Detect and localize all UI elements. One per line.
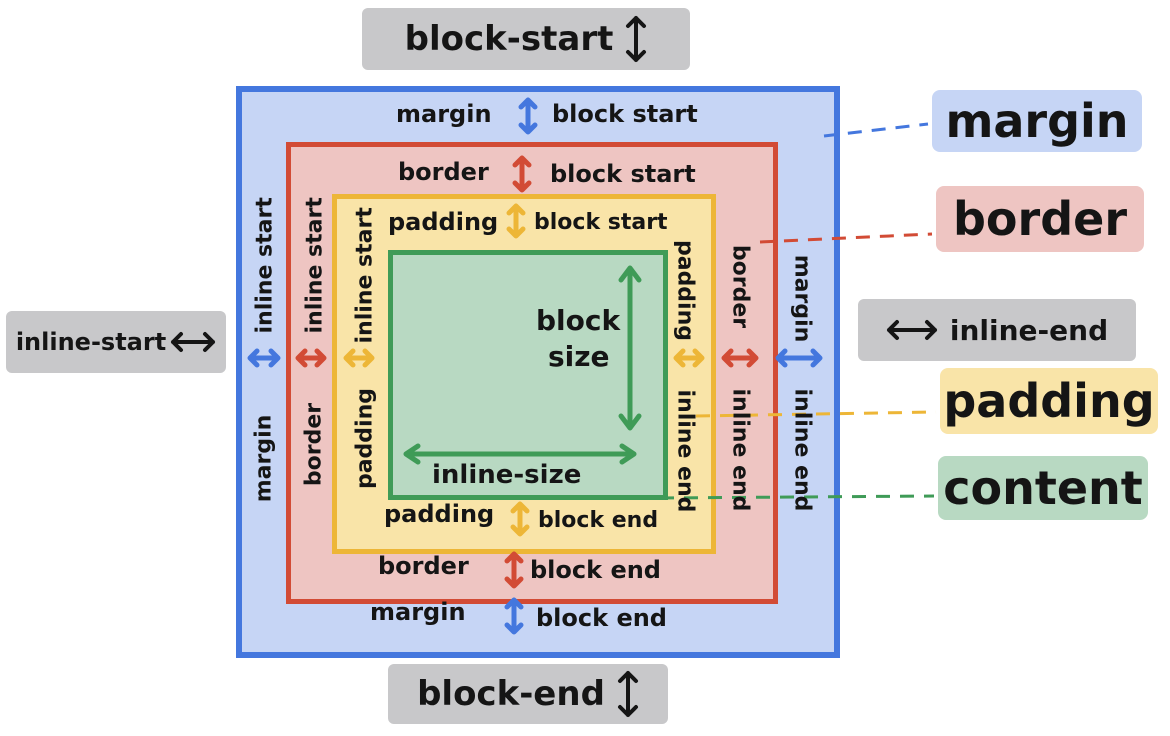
red-horizontal-arrow-icon <box>721 348 759 368</box>
yellow-vertical-arrow-icon <box>506 203 526 239</box>
margin-left-word: margin <box>251 414 277 503</box>
blue-horizontal-arrow-icon <box>247 348 281 368</box>
inline-end-label: inline-end <box>949 313 1109 347</box>
block-size-label-2: size <box>548 340 610 373</box>
inline-start-label: inline-start <box>15 328 167 356</box>
margin-bottom-side: block end <box>536 604 667 632</box>
yellow-vertical-arrow-icon <box>510 501 530 537</box>
margin-left-side: inline start <box>252 197 278 334</box>
border-top-word: border <box>398 158 489 186</box>
legend-padding: padding <box>940 368 1158 434</box>
content-box <box>388 250 668 500</box>
yellow-horizontal-arrow-icon <box>343 348 375 368</box>
green-horizontal-arrow-icon <box>403 443 637 465</box>
block-size-label-1: block <box>536 304 621 337</box>
legend-border: border <box>936 186 1144 252</box>
legend-border-label: border <box>952 192 1128 246</box>
connector-padding <box>695 410 937 418</box>
margin-top-side: block start <box>552 100 698 128</box>
yellow-horizontal-arrow-icon <box>673 348 705 368</box>
legend-margin: margin <box>932 90 1142 152</box>
block-end-tag: block-end <box>388 664 668 724</box>
legend-margin-label: margin <box>945 94 1129 148</box>
horizontal-double-arrow-icon <box>886 320 937 340</box>
padding-top-word: padding <box>388 208 499 236</box>
legend-content: content <box>938 456 1148 520</box>
block-end-label: block-end <box>417 674 605 714</box>
horizontal-double-arrow-icon <box>171 332 216 352</box>
padding-right-word: padding <box>672 239 698 342</box>
padding-bottom-side: block end <box>538 508 659 533</box>
green-vertical-arrow-icon <box>618 265 642 431</box>
connector-content <box>659 494 935 500</box>
border-top-side: block start <box>550 160 696 188</box>
blue-vertical-arrow-icon <box>504 597 524 635</box>
block-start-label: block-start <box>404 19 614 59</box>
margin-right-side: inline end <box>789 388 815 512</box>
red-vertical-arrow-icon <box>512 155 532 193</box>
red-vertical-arrow-icon <box>504 551 524 589</box>
legend-content-label: content <box>943 461 1143 515</box>
border-right-side: inline end <box>727 388 753 512</box>
border-bottom-word: border <box>378 552 469 580</box>
border-right-word: border <box>727 244 753 329</box>
inline-size-label: inline-size <box>432 460 582 490</box>
margin-bottom-word: margin <box>370 598 466 626</box>
padding-left-word: padding <box>352 387 378 490</box>
margin-right-word: margin <box>789 254 815 343</box>
inline-start-tag: inline-start <box>6 311 226 373</box>
blue-horizontal-arrow-icon <box>775 348 823 368</box>
connector-margin <box>823 122 929 138</box>
border-left-word: border <box>301 402 327 487</box>
padding-right-side: inline end <box>672 389 698 513</box>
padding-bottom-word: padding <box>384 500 495 528</box>
blue-vertical-arrow-icon <box>518 97 538 135</box>
block-start-tag: block-start <box>362 8 690 70</box>
legend-padding-label: padding <box>943 374 1155 428</box>
connector-border <box>759 232 933 244</box>
padding-left-side: inline start <box>352 207 378 344</box>
red-horizontal-arrow-icon <box>295 348 327 368</box>
vertical-double-arrow-icon <box>617 671 638 717</box>
border-left-side: inline start <box>302 197 328 334</box>
padding-top-side: block start <box>534 210 668 235</box>
vertical-double-arrow-icon <box>626 16 647 62</box>
inline-end-tag: inline-end <box>858 299 1136 361</box>
margin-top-word: margin <box>396 100 492 128</box>
border-bottom-side: block end <box>530 556 661 584</box>
